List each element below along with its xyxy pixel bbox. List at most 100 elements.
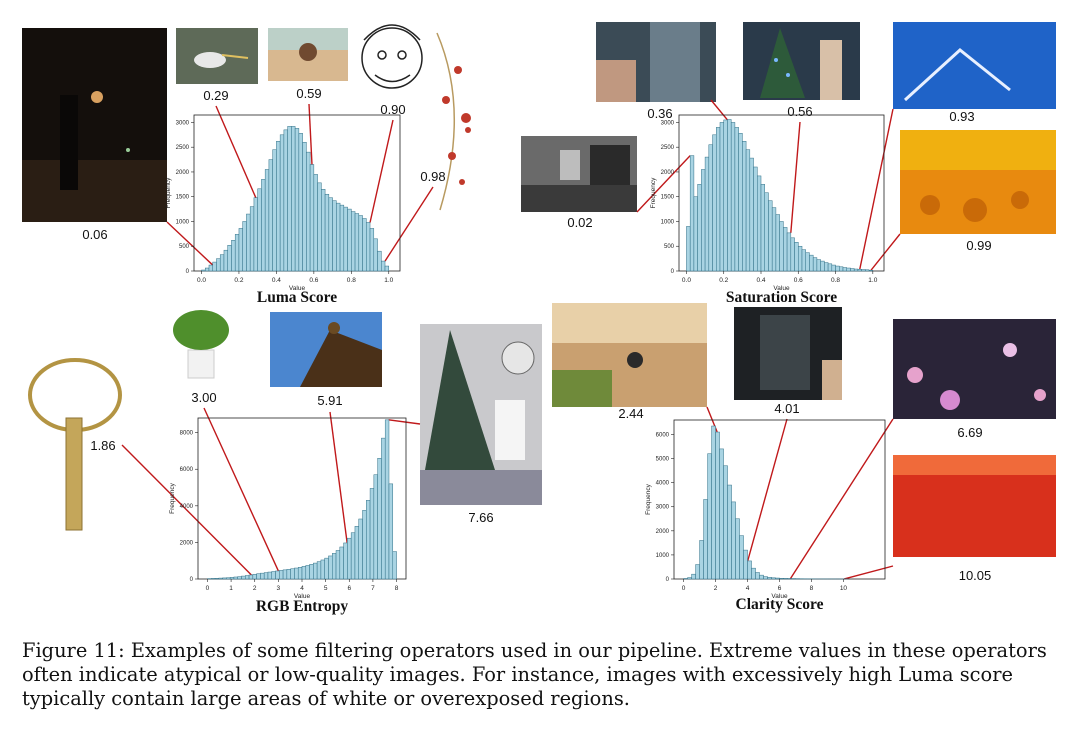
- blue-sky-trail-photo: [893, 22, 1056, 109]
- saturation-leader-line: [859, 108, 894, 270]
- saturation-bar: [730, 122, 736, 272]
- entropy-bar: [354, 526, 359, 580]
- luma-bar: [324, 193, 330, 272]
- luma-x-tick-label: 0.4: [272, 277, 281, 284]
- saturation-x-tick-label: 0.2: [719, 277, 728, 284]
- figure-caption: Figure 11: Examples of some filtering op…: [22, 639, 1047, 710]
- saturation-x-tick-label: 0.0: [682, 277, 691, 284]
- luma-y-axis-label: Frequency: [165, 177, 172, 208]
- luma-bar: [354, 213, 360, 272]
- saturation-bar: [779, 221, 784, 272]
- saturation-bar: [693, 196, 698, 272]
- saturation-bar: [719, 122, 724, 272]
- saturation-bar: [704, 156, 710, 272]
- clarity-y-tick-label: 5000: [656, 457, 670, 463]
- saturation-bar: [757, 175, 762, 272]
- saturation-y-tick-label: 2000: [661, 170, 675, 176]
- luma-bar: [231, 240, 236, 272]
- saturation-bar: [712, 134, 717, 272]
- saturation-y-tick-label: 1000: [661, 219, 675, 225]
- luma-bar: [332, 200, 337, 272]
- luma-leader-line: [215, 105, 257, 198]
- entropy-y-tick-label: 4000: [180, 504, 194, 510]
- saturation-bar: [812, 257, 818, 272]
- luma-bar: [309, 164, 315, 272]
- saturation-example-label-2: 0.56: [787, 104, 812, 119]
- saturation-bar: [865, 269, 870, 272]
- entropy-bar: [305, 565, 310, 580]
- luma-y-tick-label: 1500: [176, 195, 190, 201]
- entropy-bar: [343, 542, 348, 580]
- saturation-bar: [794, 242, 799, 272]
- clarity-y-axis-label: Frequency: [645, 483, 652, 514]
- clarity-chart-title: Clarity Score: [736, 596, 824, 613]
- clarity-leader-line: [844, 565, 894, 580]
- clarity-leader-line: [747, 418, 788, 562]
- christmas-deer-photo: [420, 324, 542, 505]
- luma-y-tick-label: 0: [186, 269, 190, 275]
- luma-bar: [384, 265, 390, 272]
- luma-bar: [291, 126, 296, 272]
- luma-bar: [268, 159, 273, 272]
- entropy-x-tick-label: 4: [300, 585, 304, 592]
- entropy-y-tick-label: 8000: [180, 431, 194, 437]
- clarity-bar: [755, 572, 760, 580]
- luma-bar: [302, 141, 307, 272]
- entropy-x-tick-label: 5: [324, 585, 328, 592]
- entropy-bar: [373, 474, 378, 580]
- saturation-example-label-0: 0.02: [567, 215, 592, 230]
- saturation-bar: [786, 232, 792, 272]
- clarity-leader-line: [789, 418, 894, 579]
- entropy-x-tick-label: 6: [347, 585, 351, 592]
- clarity-example-label-3: 10.05: [959, 568, 992, 583]
- night-street-photo: [22, 28, 167, 222]
- luma-bar: [358, 215, 363, 272]
- luma-bar: [264, 169, 270, 272]
- entropy-bar: [362, 510, 367, 580]
- entropy-bar: [290, 568, 295, 580]
- clarity-bar: [711, 425, 716, 580]
- entropy-bar: [366, 500, 371, 580]
- clarity-bar: [751, 567, 756, 580]
- saturation-leader-line: [636, 155, 691, 213]
- clarity-x-tick-label: 10: [840, 585, 848, 592]
- entropy-example-label-0: 1.86: [90, 438, 115, 453]
- luma-bar: [373, 238, 378, 272]
- entropy-bar: [358, 518, 363, 580]
- entropy-x-tick-label: 2: [253, 585, 257, 592]
- saturation-y-tick-label: 0: [671, 269, 675, 275]
- entropy-bar: [256, 573, 261, 580]
- luma-bar: [279, 134, 285, 272]
- clarity-bar: [743, 549, 748, 580]
- clarity-y-tick-label: 6000: [656, 432, 670, 438]
- saturation-bar: [809, 254, 814, 272]
- entropy-bar: [328, 555, 333, 580]
- saturation-x-axis-label: Value: [773, 285, 790, 292]
- saturation-bar: [760, 184, 765, 272]
- luma-example-label-4: 0.98: [420, 169, 445, 184]
- potted-plant-photo: [173, 310, 229, 379]
- luma-bar: [347, 208, 352, 272]
- dark-room-photo: [734, 307, 842, 400]
- entropy-y-tick-label: 0: [190, 577, 194, 583]
- saturation-bar: [727, 119, 732, 272]
- entropy-bar: [248, 574, 254, 580]
- saturation-bar: [708, 144, 713, 272]
- saturation-bar: [846, 267, 851, 272]
- entropy-x-axis-label: Value: [294, 593, 311, 600]
- luma-leader-line: [308, 103, 313, 165]
- entropy-bar: [301, 566, 307, 580]
- clarity-x-axis-label: Value: [771, 593, 788, 600]
- clarity-bar: [775, 577, 780, 580]
- example-labels: 0.06 0.29 0.59 0.90 0.98 0.02 0.36 0.56 …: [82, 86, 991, 583]
- entropy-bar: [229, 577, 235, 580]
- entropy-bar: [388, 483, 394, 580]
- clarity-bar: [735, 518, 740, 580]
- clarity-x-tick-label: 8: [810, 585, 814, 592]
- luma-bar: [287, 126, 292, 272]
- luma-bar: [369, 228, 375, 272]
- saturation-bar: [734, 127, 739, 272]
- saturation-bar: [857, 269, 862, 272]
- luma-leader-line: [384, 186, 434, 262]
